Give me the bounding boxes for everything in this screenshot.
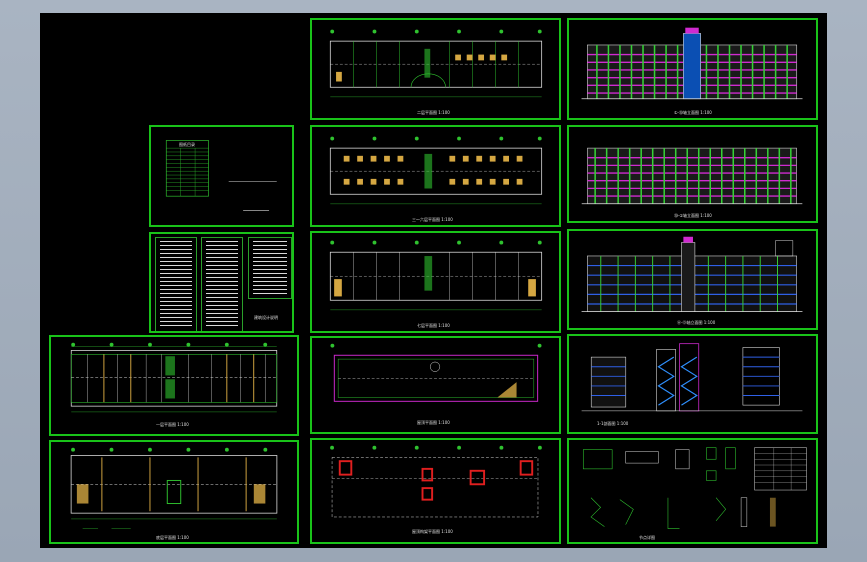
plan-sheet-b[interactable]: 底层平面图 1:100	[49, 440, 299, 544]
plan-4-title: 屋顶平面图 1:100	[417, 420, 450, 425]
plan-5-title: 屋顶构架平面图 1:100	[412, 529, 453, 534]
notes-title: 建筑设计说明	[254, 315, 278, 320]
plan-sheet-4[interactable]: 屋顶平面图 1:100	[310, 336, 561, 434]
plan-sheet-1[interactable]: 二层平面图 1:100	[310, 18, 561, 120]
plan-5-drawing	[330, 445, 542, 518]
elevation-sheet-3[interactable]: Ⓐ-Ⓓ轴立面图 1:100	[567, 229, 818, 330]
plan-3-title: 七层平面图 1:100	[417, 323, 450, 328]
plan-a-title: 一层平面图 1:100	[156, 422, 189, 427]
notes-column-1	[155, 237, 197, 331]
plan-1-drawing	[329, 29, 543, 98]
drawing-canvas[interactable]: 图纸目录 建筑设计说明	[40, 13, 827, 548]
elevation-1-title: ①-⑳轴立面图 1:100	[674, 110, 712, 115]
plan-sheet-a[interactable]: 一层平面图 1:100	[49, 335, 299, 436]
cover-sheet[interactable]: 图纸目录	[149, 125, 294, 227]
plan-2-title: 三～六层平面图 1:100	[412, 217, 453, 222]
section-drawing	[581, 343, 803, 412]
cover-drawing	[165, 140, 277, 211]
notes-column-3	[248, 237, 292, 299]
elevation-2-drawing	[581, 147, 803, 205]
section-title: 1-1剖面图 1:100	[597, 421, 629, 426]
plan-1-title: 二层平面图 1:100	[417, 110, 450, 115]
section-sheet[interactable]: 1-1剖面图 1:100	[567, 334, 818, 434]
elevation-3-drawing	[581, 236, 803, 313]
elevation-3-title: Ⓐ-Ⓓ轴立面图 1:100	[677, 320, 716, 325]
plan-2-drawing	[329, 136, 543, 205]
details-drawing	[582, 447, 807, 529]
plan-sheet-3[interactable]: 七层平面图 1:100	[310, 231, 561, 333]
plan-a-drawing	[70, 342, 278, 413]
elevation-sheet-2[interactable]: ⑳-①轴立面图 1:100	[567, 125, 818, 223]
notes-column-2	[201, 237, 243, 331]
details-title: 节点详图	[639, 535, 655, 540]
plan-b-title: 底层平面图 1:100	[156, 535, 189, 540]
elevation-2-title: ⑳-①轴立面图 1:100	[674, 213, 712, 218]
elevation-1-drawing	[581, 27, 803, 100]
plan-4-drawing	[330, 343, 542, 402]
plan-sheet-5[interactable]: 屋顶构架平面图 1:100	[310, 438, 561, 544]
plan-3-drawing	[329, 240, 543, 311]
elevation-sheet-1[interactable]: ①-⑳轴立面图 1:100	[567, 18, 818, 120]
notes-sheet[interactable]: 建筑设计说明	[149, 232, 294, 333]
plan-sheet-2[interactable]: 三～六层平面图 1:100	[310, 125, 561, 227]
details-sheet[interactable]: 节点详图	[567, 438, 818, 544]
cover-title: 图纸目录	[179, 142, 195, 147]
plan-b-drawing	[70, 447, 278, 529]
